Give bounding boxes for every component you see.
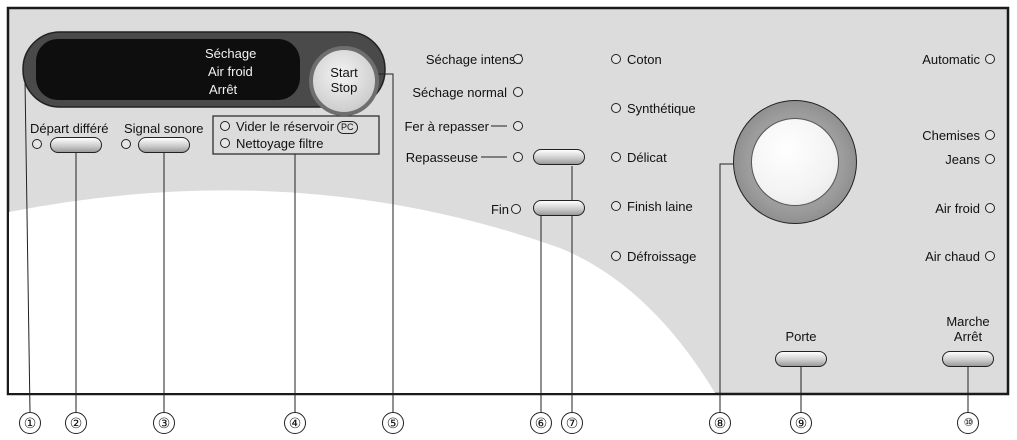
depart-differe-button[interactable] bbox=[50, 137, 102, 153]
chemises-led bbox=[985, 130, 995, 140]
finish-laine-led bbox=[611, 201, 621, 211]
stop-label: Stop bbox=[330, 80, 358, 95]
repasseuse-label: Repasseuse bbox=[405, 150, 478, 165]
marche-arret-button[interactable] bbox=[942, 351, 994, 367]
vider-reservoir-text: Vider le réservoir bbox=[236, 119, 335, 134]
fin-label: Fin bbox=[490, 202, 509, 217]
defroissage-led bbox=[611, 251, 621, 261]
callout-10: ⑩ bbox=[957, 412, 979, 434]
sechage-intensif-led bbox=[513, 54, 523, 64]
leader-line-1 bbox=[24, 79, 31, 413]
fin-led bbox=[511, 204, 521, 214]
callout-1: ① bbox=[19, 412, 41, 434]
repasseuse-led bbox=[513, 152, 523, 162]
display-line-air-froid: Air froid bbox=[208, 64, 253, 79]
pc-badge: PC bbox=[337, 121, 358, 134]
indicator-group-box bbox=[212, 115, 380, 155]
dryness-plus-button[interactable] bbox=[533, 149, 585, 165]
jeans-led bbox=[985, 154, 995, 164]
display-screen bbox=[36, 39, 300, 100]
start-label: Start bbox=[330, 65, 358, 80]
signal-sonore-led bbox=[121, 139, 131, 149]
callout-8: ⑧ bbox=[709, 412, 731, 434]
depart-differe-label: Départ différé bbox=[30, 121, 109, 136]
synthetique-led bbox=[611, 103, 621, 113]
sechage-normal-label: Séchage normal bbox=[412, 85, 507, 100]
air-chaud-label: Air chaud bbox=[925, 249, 980, 264]
air-froid-label: Air froid bbox=[935, 201, 980, 216]
porte-label: Porte bbox=[785, 329, 817, 344]
lower-arc-area bbox=[9, 190, 715, 393]
display-line-sechage: Séchage bbox=[205, 46, 257, 61]
sechage-normal-led bbox=[513, 87, 523, 97]
delicat-led bbox=[611, 152, 621, 162]
fer-a-repasser-led bbox=[513, 121, 523, 131]
marche-arret-label: Marche Arrêt bbox=[935, 314, 1001, 344]
program-selector-dial[interactable] bbox=[733, 100, 857, 224]
nettoyage-filtre-label: Nettoyage filtre bbox=[236, 136, 324, 151]
sechage-intensif-label: Séchage intensif bbox=[425, 52, 522, 67]
porte-button[interactable] bbox=[775, 351, 827, 367]
vider-reservoir-led bbox=[220, 121, 230, 131]
air-chaud-led bbox=[985, 251, 995, 261]
callout-6: ⑥ bbox=[530, 412, 552, 434]
coton-label: Coton bbox=[627, 52, 662, 67]
callout-9: ⑨ bbox=[790, 412, 812, 434]
synthetique-label: Synthétique bbox=[627, 101, 696, 116]
callout-4: ④ bbox=[284, 412, 306, 434]
nettoyage-filtre-led bbox=[220, 138, 230, 148]
fin-button[interactable] bbox=[533, 200, 585, 216]
callout-2: ② bbox=[65, 412, 87, 434]
marche-label: Marche bbox=[946, 314, 990, 329]
display-line-arret: Arrêt bbox=[209, 82, 238, 97]
signal-sonore-button[interactable] bbox=[138, 137, 190, 153]
air-froid-led bbox=[985, 203, 995, 213]
depart-differe-led bbox=[32, 139, 42, 149]
start-stop-button[interactable]: Start Stop bbox=[309, 46, 379, 116]
automatic-label: Automatic bbox=[922, 52, 980, 67]
jeans-label: Jeans bbox=[945, 152, 980, 167]
chemises-label: Chemises bbox=[922, 128, 980, 143]
dial-knob[interactable] bbox=[751, 118, 839, 206]
callout-3: ③ bbox=[153, 412, 175, 434]
coton-led bbox=[611, 54, 621, 64]
defroissage-label: Défroissage bbox=[627, 249, 697, 264]
fer-a-repasser-label: Fer à repasser bbox=[404, 119, 489, 134]
arret-label: Arrêt bbox=[953, 329, 983, 344]
automatic-led bbox=[985, 54, 995, 64]
signal-sonore-label: Signal sonore bbox=[124, 121, 204, 136]
callout-5: ⑤ bbox=[382, 412, 404, 434]
finish-laine-label: Finish laine bbox=[627, 199, 693, 214]
callout-7: ⑦ bbox=[561, 412, 583, 434]
delicat-label: Délicat bbox=[627, 150, 667, 165]
